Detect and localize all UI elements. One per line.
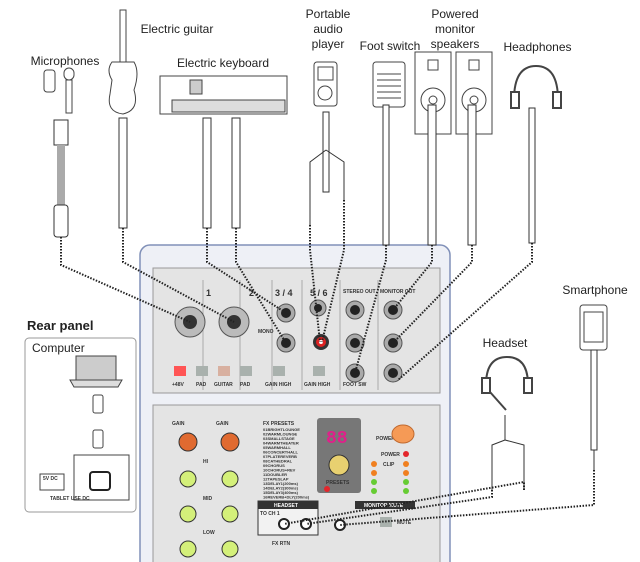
aux-jack[interactable] [334, 519, 346, 531]
power-label: POWER [376, 436, 395, 442]
svg-text:POWER: POWER [381, 452, 400, 458]
phantom-label: +48V [172, 382, 184, 388]
monitor-out-label: MONITOR OUT [380, 289, 415, 295]
portable-player-illustration [313, 61, 338, 107]
headphones-illustration [510, 64, 562, 109]
jack-5-6-l[interactable] [309, 299, 327, 317]
cables [53, 104, 598, 490]
rear-panel-box: 5V DC TABLET USE DC [24, 337, 137, 513]
usb-port[interactable] [89, 471, 111, 491]
fx-preset-item: 07PLATEREVERB [263, 454, 297, 459]
tablet-label: TABLET USE DC [50, 496, 90, 502]
smartphone-illustration [579, 304, 608, 351]
fx-preset-item: 03SMALLSTAGE [263, 436, 295, 441]
laptop-screen [75, 355, 117, 381]
preset-display: 88 [326, 429, 348, 449]
gain-knob-1[interactable] [178, 432, 198, 452]
level-meter: POWER CLIP [371, 451, 409, 494]
fx-preset-item: 04WARMTHEATER [263, 441, 299, 446]
channel-2-label: 2 [249, 288, 254, 298]
foot-sw-label: FOOT SW [343, 382, 367, 388]
microphones-illustration [43, 67, 75, 114]
label-foot-switch: Foot switch [359, 39, 421, 53]
laptop-base [69, 379, 123, 388]
usb-plug-b [92, 429, 104, 449]
gain-high-button-34[interactable] [273, 366, 285, 376]
stereo-out-label: STEREO OUT [343, 289, 376, 295]
gain-label-2: GAIN [216, 421, 229, 427]
eq-low-label: LOW [203, 530, 215, 536]
keyboard-illustration [159, 75, 288, 115]
fx-preset-item: 02WARMLOUNGE [263, 432, 298, 437]
gain-label-1: GAIN [172, 421, 185, 427]
fx-preset-item: 16REVERB+DLY(200ms) [263, 495, 310, 500]
label-headset: Headset [482, 336, 528, 350]
pad-label-2: PAD [240, 382, 251, 388]
presets-label: PRESETS [326, 480, 350, 486]
fx-rtn-label: FX RTN [272, 541, 290, 547]
guitar-label: GUITAR [214, 382, 233, 388]
channel-34-label: 3 / 4 [275, 288, 293, 298]
gain-high-label-56: GAIN HIGH [304, 382, 331, 388]
mixer: 1 2 3 / 4 5 / 6 STEREO OUT MONITOR OUT F… [139, 244, 451, 562]
fx-preset-item: 05WARMHALL [263, 445, 291, 450]
rca-5-6[interactable] [313, 334, 329, 350]
guitar-button[interactable] [218, 366, 230, 376]
mono-label: MONO [258, 329, 274, 335]
label-rear-panel: Rear panel [27, 318, 94, 333]
svg-text:CLIP: CLIP [383, 462, 395, 468]
fx-preset-item: 12TAPESLAP [263, 477, 289, 482]
headset-illustration [481, 355, 533, 411]
presets-knob[interactable] [328, 454, 350, 476]
eq-knobs[interactable] [179, 470, 239, 558]
label-powered-monitor-speakers: Powered monitor speakers [430, 7, 480, 51]
label-electric-keyboard: Electric keyboard [176, 56, 270, 70]
fx-preset-item: 14DELAY2(300ms) [263, 486, 299, 491]
mute-label: MUTE [397, 520, 412, 526]
fx-preset-item: 11DOUBLER [263, 472, 287, 477]
fx-preset-item: 01BRIGHTLOUNGE [263, 427, 300, 432]
pad-label-1: PAD [196, 382, 207, 388]
usb-plug-a [92, 394, 104, 414]
headset-section-label: HEADSET [274, 503, 298, 509]
phantom-button[interactable] [174, 366, 186, 376]
monitor-speakers-illustration [414, 51, 493, 135]
gain-high-button-56[interactable] [313, 366, 325, 376]
channel-1-label: 1 [206, 288, 211, 298]
label-smartphone: Smartphone [562, 283, 628, 297]
channel-56-label: 5 / 6 [310, 288, 328, 298]
dotted-connections [60, 200, 595, 526]
label-electric-guitar: Electric guitar [140, 22, 214, 36]
headset-mic-jack[interactable] [278, 518, 290, 530]
dc-label: 5V DC [43, 476, 58, 482]
fx-presets-list: 01BRIGHTLOUNGE02WARMLOUNGE03SMALLSTAGE04… [263, 427, 310, 500]
fx-preset-item: 15DELAY3(400ms) [263, 490, 299, 495]
gain-high-label-34: GAIN HIGH [265, 382, 292, 388]
foot-switch-illustration [372, 61, 406, 108]
label-portable-audio-player: Portable audio player [305, 7, 351, 51]
to-ch1-label: TO CH 1 [260, 511, 280, 517]
monitor-out-jacks[interactable] [383, 300, 403, 383]
pad-button-2[interactable] [240, 366, 252, 376]
fx-preset-item: 09CHORUS [263, 463, 285, 468]
label-microphones: Microphones [30, 54, 100, 68]
label-headphones: Headphones [503, 40, 572, 54]
eq-mid-label: MID [203, 496, 213, 502]
fx-presets-title: FX PRESETS [263, 421, 295, 427]
power-button[interactable] [391, 424, 415, 444]
gain-knob-2[interactable] [220, 432, 240, 452]
guitar-illustration [108, 9, 138, 115]
fx-preset-item: 08CATHEDRAL [263, 459, 293, 464]
fx-led [324, 486, 330, 492]
fx-preset-item: 13DELAY1(200ms) [263, 481, 299, 486]
dc-port[interactable] [39, 473, 65, 491]
jack-3-4-l[interactable] [276, 303, 296, 323]
fx-preset-item: 06CONCERTHALL [263, 450, 298, 455]
eq-hi-label: HI [203, 459, 209, 465]
label-computer: Computer [32, 341, 85, 355]
pad-button-1[interactable] [196, 366, 208, 376]
fx-preset-item: 10CHORUS+REV [263, 468, 296, 473]
